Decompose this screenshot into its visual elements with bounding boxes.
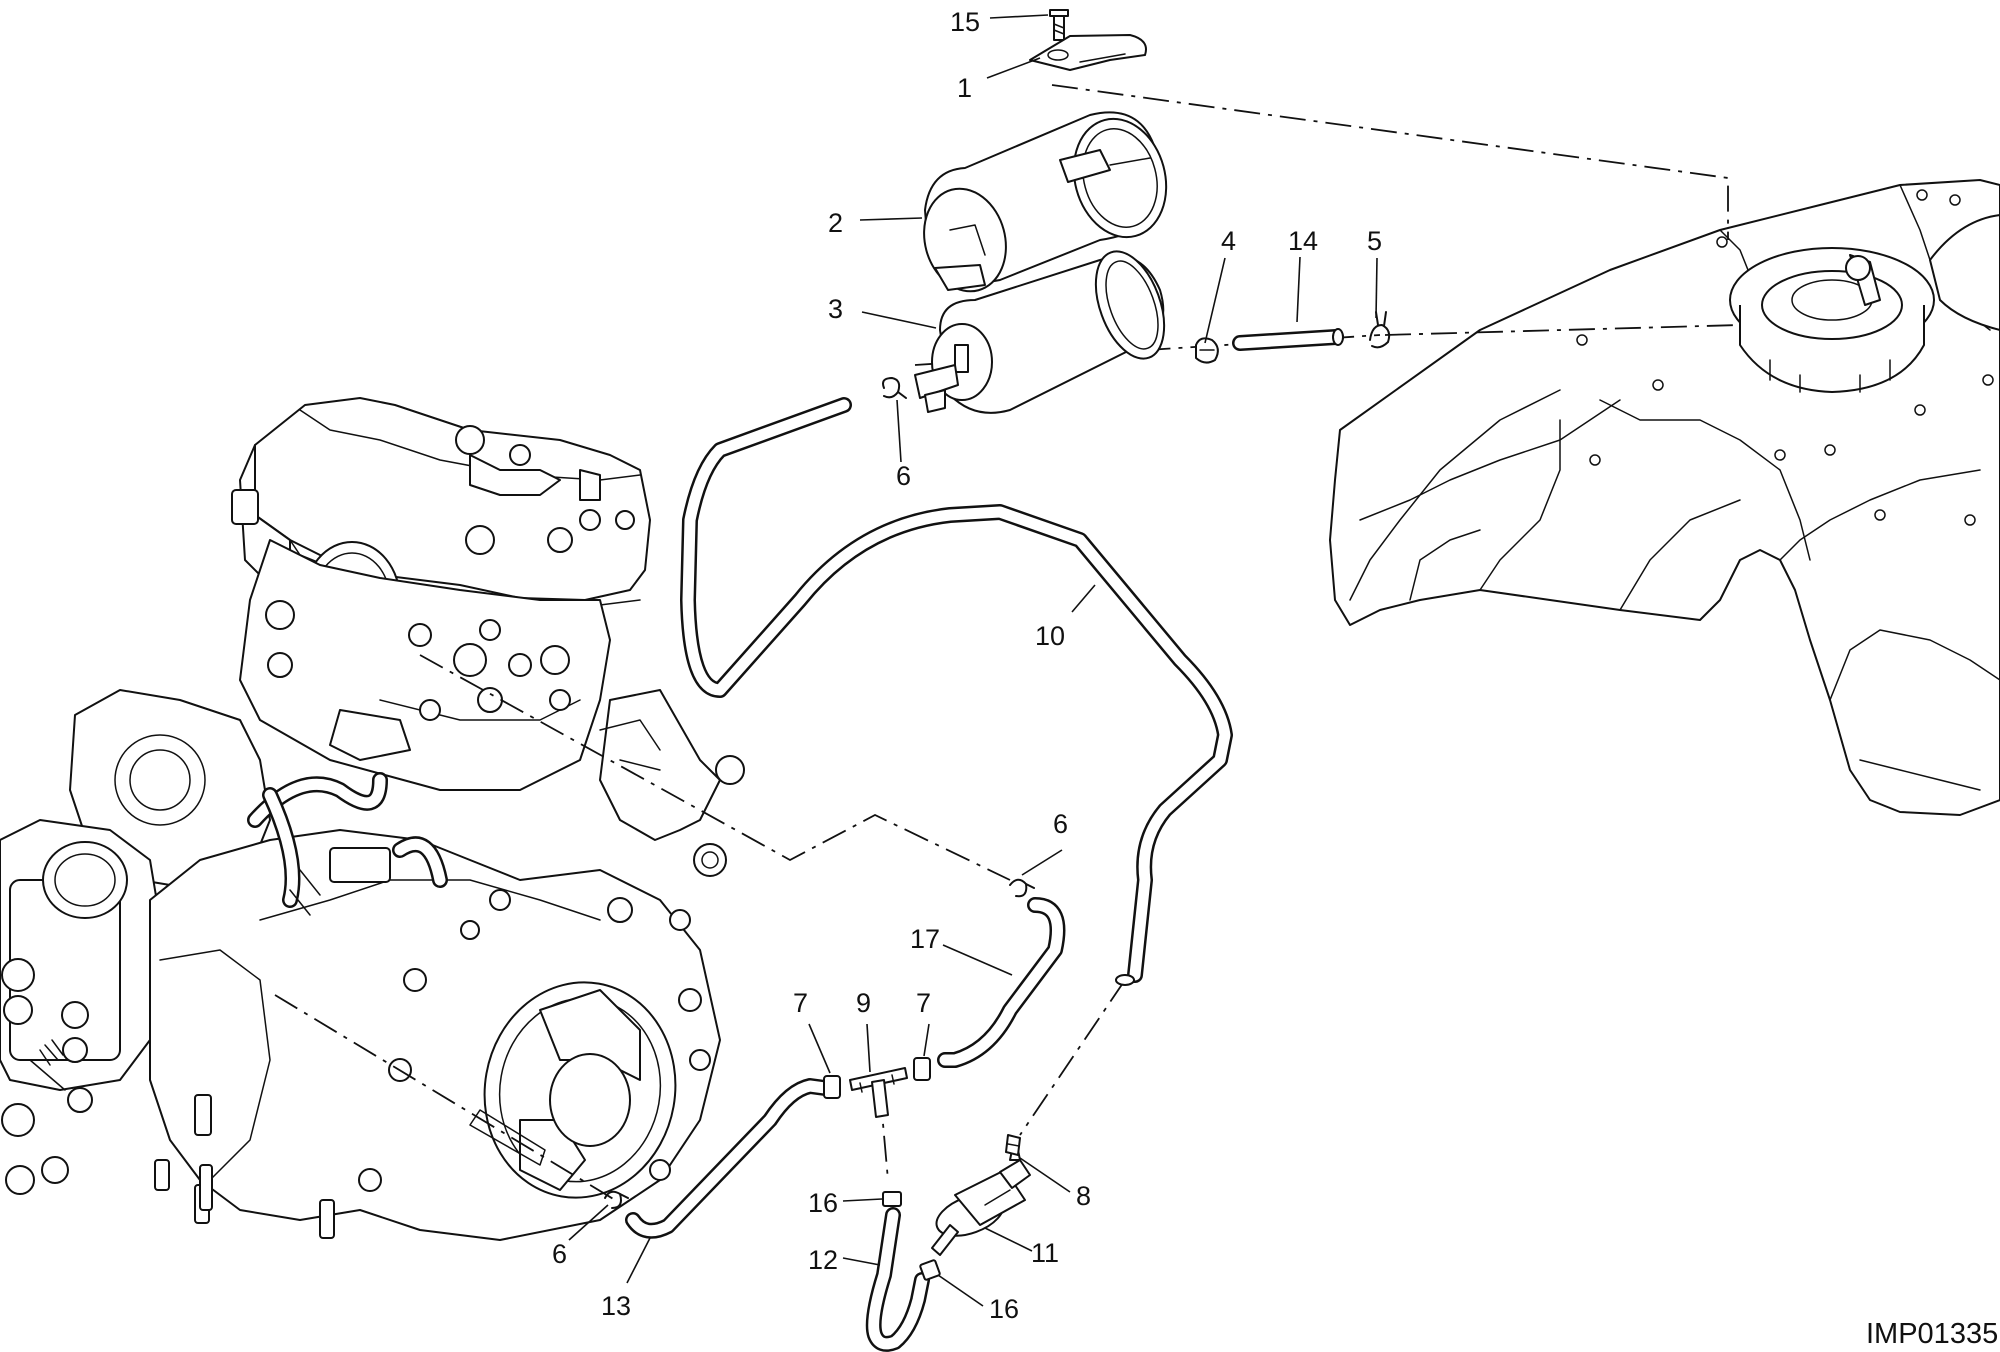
hose-clamp-part-4 bbox=[1195, 337, 1219, 364]
hose-part-12 bbox=[865, 1207, 930, 1352]
callout-labels: 15 1 2 3 4 14 5 6 10 6 17 7 9 7 8 16 11 … bbox=[552, 7, 1382, 1324]
callout-16-lower: 16 bbox=[989, 1294, 1019, 1324]
small-clamp-part-16b bbox=[919, 1259, 941, 1281]
screw-part-15 bbox=[1049, 9, 1069, 41]
clamp-part-7b bbox=[913, 1057, 931, 1081]
callout-5: 5 bbox=[1367, 226, 1382, 256]
hose-clamp-part-6b bbox=[1009, 878, 1035, 898]
callout-7-right: 7 bbox=[916, 988, 931, 1018]
callout-17: 17 bbox=[910, 924, 940, 954]
callout-6-middle: 6 bbox=[1053, 809, 1068, 839]
callout-9: 9 bbox=[856, 988, 871, 1018]
callout-10: 10 bbox=[1035, 621, 1065, 651]
engine-assembly bbox=[0, 397, 745, 1241]
callout-8: 8 bbox=[1076, 1181, 1091, 1211]
callout-1: 1 bbox=[957, 73, 972, 103]
callout-11: 11 bbox=[1031, 1238, 1059, 1268]
rollover-valve-part-11 bbox=[931, 1149, 1031, 1256]
hose-clamp-part-6 bbox=[882, 377, 907, 399]
callout-13: 13 bbox=[601, 1291, 631, 1321]
drawing-code: IMP01335 bbox=[1866, 1318, 1998, 1350]
callout-15: 15 bbox=[950, 7, 980, 37]
spring-clip-part-5 bbox=[1369, 311, 1391, 349]
fitting-part-8 bbox=[1005, 1134, 1021, 1156]
callout-16-upper: 16 bbox=[808, 1188, 838, 1218]
carbon-canister-part-3 bbox=[914, 250, 1166, 414]
callout-12: 12 bbox=[808, 1245, 838, 1275]
callout-6-lower: 6 bbox=[552, 1239, 567, 1269]
callout-14: 14 bbox=[1288, 226, 1318, 256]
callout-2: 2 bbox=[828, 208, 843, 238]
leader-lines bbox=[568, 14, 1378, 1307]
t-fitting-part-9 bbox=[849, 1067, 908, 1118]
fuel-tank bbox=[1329, 179, 2000, 816]
bracket-part-1 bbox=[1029, 34, 1147, 71]
small-clamp-part-16a bbox=[882, 1191, 902, 1207]
hose-clamp-part-6c bbox=[604, 1190, 629, 1209]
callout-3: 3 bbox=[828, 294, 843, 324]
hose-part-17 bbox=[937, 897, 1066, 1068]
callout-6-upper: 6 bbox=[896, 461, 911, 491]
hose-part-10-long bbox=[680, 397, 1233, 986]
canister-holder-part-2 bbox=[923, 111, 1168, 293]
clamp-part-7a bbox=[823, 1075, 841, 1099]
callout-4: 4 bbox=[1221, 226, 1236, 256]
callout-7-left: 7 bbox=[793, 988, 808, 1018]
hose-part-14 bbox=[1232, 328, 1344, 351]
hose-part-13 bbox=[625, 1078, 833, 1239]
